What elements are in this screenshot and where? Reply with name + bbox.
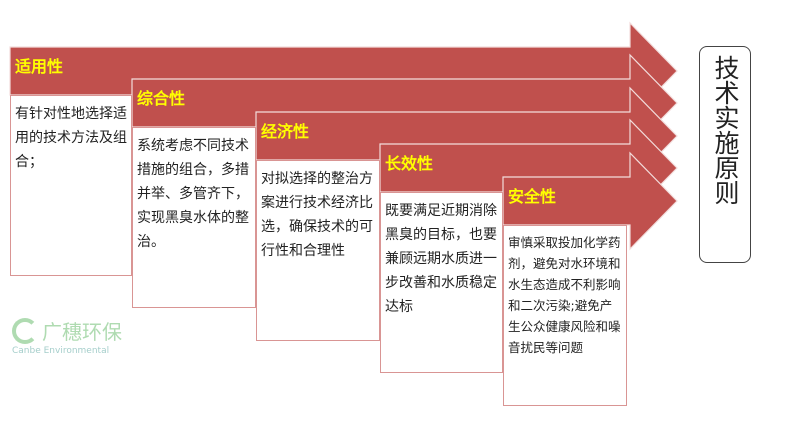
principle-label: 长效性 [385,154,434,173]
diagram-title: 技术实施原则 [699,46,751,263]
principle-description: 系统考虑不同技术措施的组合，多措并举、多管齐下，实现黑臭水体的整治。 [132,127,256,308]
principle-label: 综合性 [137,89,186,108]
principle-description: 有针对性地选择适用的技术方法及组合； [10,95,132,276]
principle-description: 对拟选择的整治方案进行技术经济比选，确保技术的可行性和合理性 [256,160,380,341]
principle-label: 适用性 [15,57,64,76]
principle-label: 安全性 [508,187,557,206]
principle-description: 审慎采取投加化学药剂，避免对水环境和水生态造成不利影响和二次污染;避免产生公众健… [503,225,627,406]
principle-label: 经济性 [261,122,310,141]
principle-description: 既要满足近期消除黑臭的目标，也要兼顾远期水质进一步改善和水质稳定达标 [380,192,503,373]
